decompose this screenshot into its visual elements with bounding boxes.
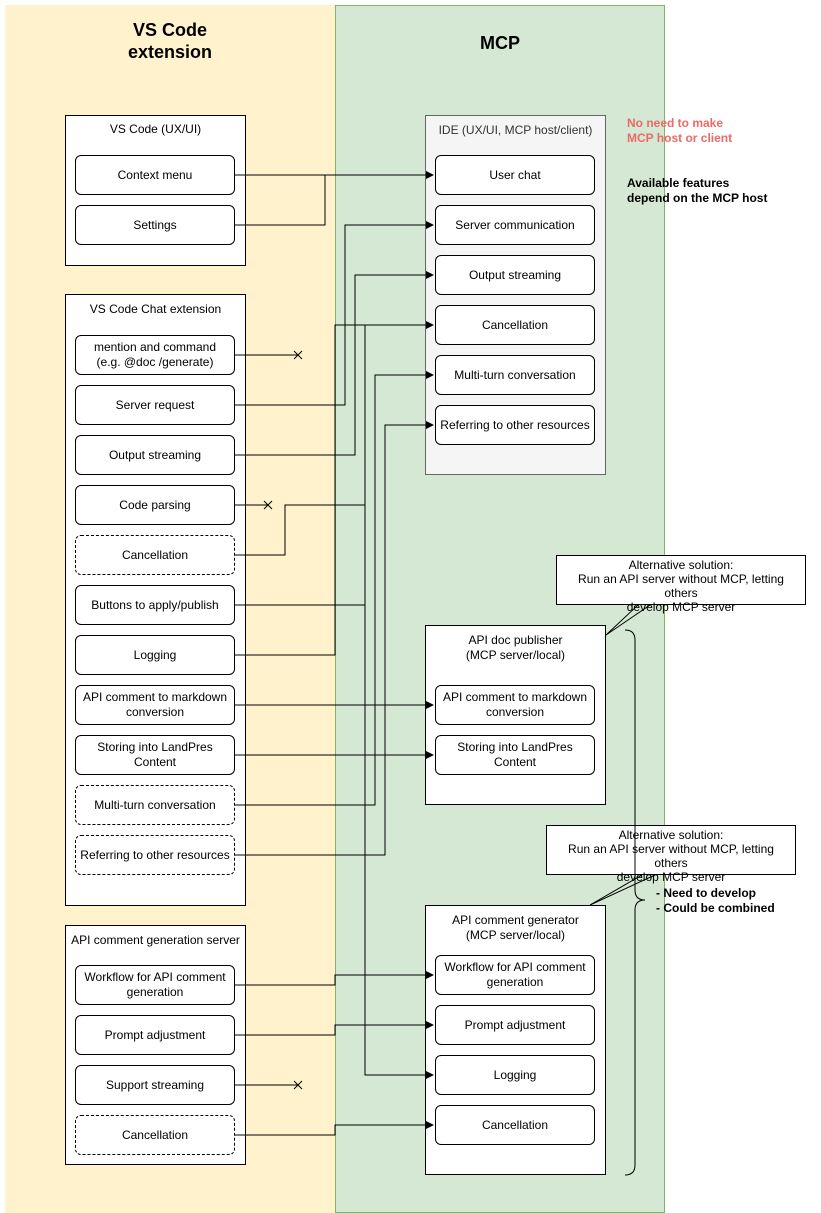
ide-node-3[interactable]: Cancellation: [435, 305, 595, 345]
doc-publisher-title: API doc publisher (MCP server/local): [465, 633, 566, 662]
edge-multi-turn-to-multi-turn: [235, 371, 434, 806]
need-develop-note: - Need to develop - Could be combined: [656, 886, 775, 915]
edge-cancellation-server: [235, 1121, 434, 1136]
ide-node-4[interactable]: Multi-turn conversation: [435, 355, 595, 395]
vscode-ui-title: VS Code (UX/UI): [109, 122, 202, 136]
chat-ext-node-4[interactable]: Cancellation: [75, 535, 235, 575]
chat-ext-node-5[interactable]: Buttons to apply/publish: [75, 585, 235, 625]
no-need-note: No need to make MCP host or client: [627, 116, 733, 145]
edge-prompt-adjustment: [235, 1021, 434, 1036]
x-mark-mention: [293, 350, 303, 360]
chat-ext-node-6[interactable]: Logging: [75, 635, 235, 675]
chat-ext-node-2[interactable]: Output streaming: [75, 435, 235, 475]
comment-generator-node-3[interactable]: Cancellation: [435, 1105, 595, 1145]
ide-node-5[interactable]: Referring to other resources: [435, 405, 595, 445]
chat-ext-node-1[interactable]: Server request: [75, 385, 235, 425]
vscode-lane-title: VS Code extension: [127, 20, 213, 62]
edge-cancellation-to-cancellation: [235, 321, 434, 556]
chat-ext-node-9[interactable]: Multi-turn conversation: [75, 785, 235, 825]
chat-ext-node-10[interactable]: Referring to other resources: [75, 835, 235, 875]
ide-node-2[interactable]: Output streaming: [435, 255, 595, 295]
ide-node-1[interactable]: Server communication: [435, 205, 595, 245]
right-brace: [624, 629, 646, 1176]
x-mark-code-parsing: [263, 500, 273, 510]
settings-node[interactable]: Settings: [75, 205, 235, 245]
comment-generator-node-0[interactable]: Workflow for API comment generation: [435, 955, 595, 995]
doc-publisher-node-1[interactable]: Storing into LandPres Content: [435, 735, 595, 775]
callout-2-pointer: [589, 874, 656, 906]
edge-logging-to-logging: [235, 324, 434, 1079]
chat-extension-title: VS Code Chat extension: [89, 302, 222, 316]
chat-ext-node-7[interactable]: API comment to markdown conversion: [75, 685, 235, 725]
gen-server-node-0[interactable]: Workflow for API comment generation: [75, 965, 235, 1005]
ide-title: IDE (UX/UI, MCP host/client): [438, 123, 593, 137]
comment-generator-node-2[interactable]: Logging: [435, 1055, 595, 1095]
chat-ext-node-8[interactable]: Storing into LandPres Content: [75, 735, 235, 775]
alternative-solution-callout-2: Alternative solution: Run an API server …: [546, 825, 796, 884]
edge-output-streaming-to-output-streaming: [235, 271, 434, 456]
alternative-solution-callout-1: Alternative solution: Run an API server …: [556, 555, 806, 614]
gen-server-node-1[interactable]: Prompt adjustment: [75, 1015, 235, 1055]
context-menu-node[interactable]: Context menu: [75, 155, 235, 195]
mcp-lane-title: MCP: [480, 33, 520, 53]
ide-node-0[interactable]: User chat: [435, 155, 595, 195]
chat-ext-node-3[interactable]: Code parsing: [75, 485, 235, 525]
edge-server-request-to-server-communication: [235, 221, 434, 406]
available-features-note: Available features depend on the MCP hos…: [627, 176, 768, 205]
chat-ext-node-0[interactable]: mention and command (e.g. @doc /generate…: [75, 335, 235, 375]
edge-referring-to-referring: [235, 421, 434, 856]
comment-generator-node-1[interactable]: Prompt adjustment: [435, 1005, 595, 1045]
x-mark-support-streaming: [293, 1080, 303, 1090]
gen-server-node-3[interactable]: Cancellation: [75, 1115, 235, 1155]
comment-generator-title: API comment generator (MCP server/local): [452, 913, 579, 942]
callout-1-pointer-b: [605, 604, 639, 636]
callout-2-pointer-b: [589, 874, 643, 906]
edge-workflow: [235, 971, 434, 986]
doc-publisher-node-0[interactable]: API comment to markdown conversion: [435, 685, 595, 725]
gen-server-node-2[interactable]: Support streaming: [75, 1065, 235, 1105]
callout-1-pointer: [605, 604, 651, 636]
generation-server-title: API comment generation server: [71, 933, 240, 947]
edge-settings-to-user-chat: [235, 175, 326, 226]
